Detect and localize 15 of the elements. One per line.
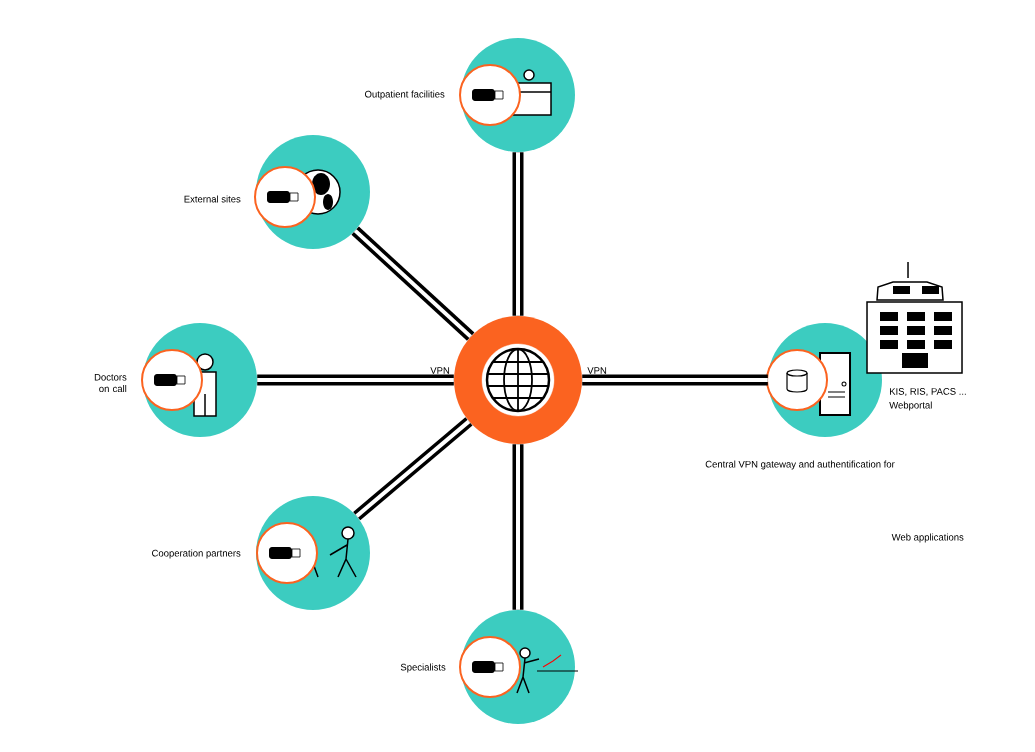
site-label: Doctors on call	[94, 373, 127, 393]
note-text: Central VPN gateway and authentification for	[705, 460, 895, 470]
vpn-link	[512, 444, 524, 610]
edge-label: VPN	[587, 367, 607, 374]
vpn-link	[512, 152, 524, 316]
edge-label: VPN	[430, 367, 450, 374]
site-label: Outpatient facilities	[365, 90, 445, 100]
vpn-link	[353, 417, 473, 521]
site-label: Specialists	[400, 663, 446, 673]
vpn-link	[582, 374, 768, 386]
site-label: Cooperation partners	[152, 549, 241, 559]
vpn-link	[351, 226, 475, 341]
note-text: Web applications	[891, 533, 964, 543]
vpn-link	[257, 374, 454, 386]
site-label: External sites	[184, 195, 241, 203]
